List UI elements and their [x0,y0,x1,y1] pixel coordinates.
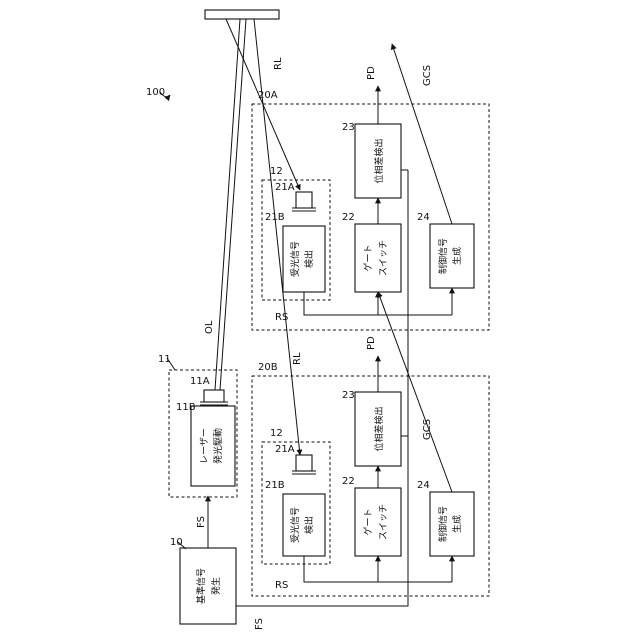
svg-text:24: 24 [417,212,430,223]
receiver-block-a [283,226,325,292]
gate-switch-block-a [355,224,401,292]
detector-a-group: 20A 12 21A 受光信号 検出 21B RS ゲート スイッチ 22 位相… [252,44,489,330]
fs-label-upper: FS [196,516,207,528]
svg-text:21A: 21A [275,444,295,455]
svg-text:21B: 21B [265,212,285,223]
svg-text:RS: RS [275,312,288,323]
fs-label-lower: FS [254,618,265,630]
figure-ref-label: 100 [146,87,165,98]
svg-text:24: 24 [417,480,430,491]
svg-text:PD: PD [366,66,377,80]
svg-text:スイッチ: スイッチ [378,240,389,276]
svg-text:20A: 20A [258,90,278,101]
laser-driver-ref: 11B [176,402,196,413]
ol-label: OL [204,320,215,334]
laser-emitter-ref: 11A [190,376,210,387]
svg-text:制御信号: 制御信号 [437,506,449,542]
rl-label-top: RL [273,57,284,70]
svg-text:RS: RS [275,580,288,591]
svg-text:22: 22 [342,476,355,487]
control-gen-block-a [430,224,474,288]
laser-emitter-11a [204,390,224,402]
svg-text:位相差検出: 位相差検出 [373,138,385,183]
laser-driver-line1: レーザー [199,428,210,464]
svg-text:制御信号: 制御信号 [437,238,449,274]
svg-text:ゲート: ゲート [362,508,374,535]
control-gen-block-b [430,492,474,556]
ref-signal-gen-line1: 基準信号 [195,568,207,604]
svg-text:受光信号: 受光信号 [289,241,301,277]
laser-driver-block [191,406,235,486]
svg-text:ゲート: ゲート [362,244,374,271]
svg-text:生成: 生成 [451,247,463,265]
ref-signal-gen-ref: 10 [170,537,183,548]
laser-driver-line2: 発光駆動 [212,428,224,464]
svg-text:受光信号: 受光信号 [289,507,301,543]
svg-text:検出: 検出 [303,516,315,534]
svg-text:22: 22 [342,212,355,223]
svg-text:GCS: GCS [422,419,433,440]
svg-text:スイッチ: スイッチ [378,504,389,540]
svg-text:PD: PD [366,336,377,350]
target-reflector [205,10,279,19]
svg-text:12: 12 [270,428,283,439]
ref-signal-gen-block [180,548,236,624]
svg-text:GCS: GCS [422,65,433,86]
gate-switch-block-b [355,488,401,556]
svg-text:21A: 21A [275,182,295,193]
svg-text:21B: 21B [265,480,285,491]
svg-text:生成: 生成 [451,515,463,533]
ref-signal-gen-line2: 発生 [210,577,222,595]
svg-text:位相差検出: 位相差検出 [373,406,385,451]
svg-text:23: 23 [342,390,355,401]
rl-label-bottom: RL [292,352,303,365]
laser-unit-ref: 11 [158,354,171,365]
svg-text:20B: 20B [258,362,278,373]
svg-text:23: 23 [342,122,355,133]
receiver-block-b [283,494,325,556]
svg-text:検出: 検出 [303,250,315,268]
svg-text:12: 12 [270,166,283,177]
